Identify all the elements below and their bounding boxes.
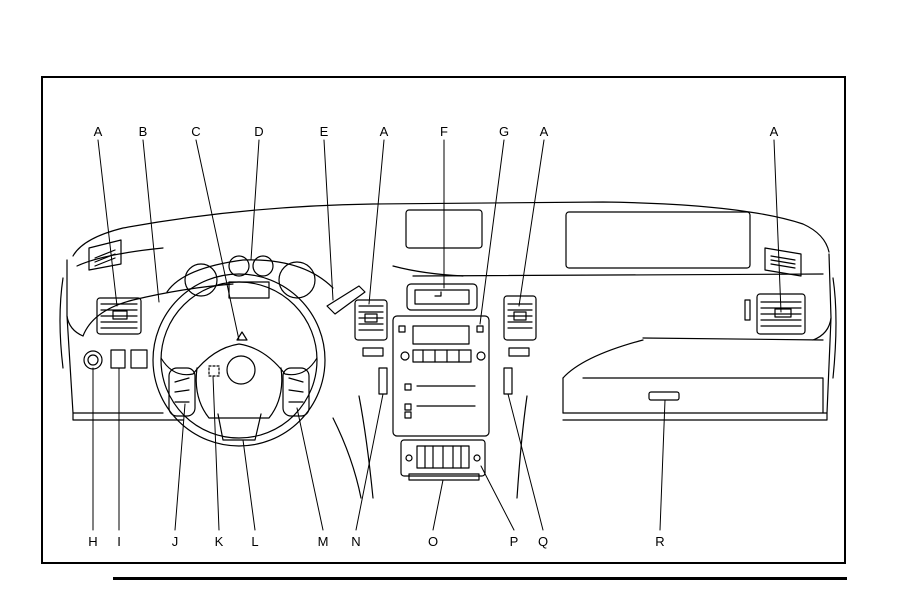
callout-top-e: E <box>320 124 329 139</box>
radio-buttons <box>413 350 471 362</box>
callout-bot-l: L <box>251 534 258 549</box>
switch-bank-left <box>379 368 387 394</box>
climate-controls <box>401 440 485 480</box>
callout-top-g: G <box>499 124 509 139</box>
instrument-cluster <box>167 256 333 298</box>
air-vent-left <box>97 298 141 334</box>
callout-bot-j: J <box>172 534 179 549</box>
horn-emblem <box>227 356 255 384</box>
callout-top-c: C <box>191 124 200 139</box>
callout-bot-i: I <box>117 534 121 549</box>
callout-bot-r: R <box>655 534 664 549</box>
callout-top-b: B <box>139 124 148 139</box>
callout-labels-bottom: H I J K L M N O P Q R <box>88 534 664 549</box>
callout-bot-m: M <box>318 534 329 549</box>
radio-knob-right <box>477 352 485 360</box>
panel-switch-left <box>111 350 125 368</box>
headlamp-controls <box>84 350 147 369</box>
instrument-panel-figure: A B C D E A F G A A H I J K L M N O P Q … <box>41 76 846 564</box>
callout-top-a3: A <box>540 124 549 139</box>
hazard-button-left <box>363 348 383 356</box>
speaker-grille-right <box>566 212 750 268</box>
glove-box-latch <box>649 392 679 400</box>
callout-top-f: F <box>440 124 448 139</box>
switch-bank-right <box>504 368 512 394</box>
radio-display <box>413 326 469 344</box>
dashboard-drawing: A B C D E A F G A A H I J K L M N O P Q … <box>43 78 848 566</box>
callout-bot-p: P <box>510 534 519 549</box>
seat-controls <box>409 474 479 480</box>
callout-labels-top: A B C D E A F G A A <box>94 124 779 139</box>
steering-controls-left <box>169 368 195 416</box>
vent-right-top <box>765 248 801 276</box>
headlamp-knob <box>84 351 102 369</box>
page-footer-rule <box>113 577 847 580</box>
console-side-left <box>359 396 373 498</box>
callout-top-d: D <box>254 124 263 139</box>
console-edge-left <box>333 418 361 498</box>
callout-bot-q: Q <box>538 534 548 549</box>
callout-top-a4: A <box>770 124 779 139</box>
glove-box <box>583 378 823 413</box>
callout-bot-o: O <box>428 534 438 549</box>
dashboard-outline <box>60 202 836 420</box>
steering-wheel-adjust-icon <box>209 366 219 376</box>
air-vent-right <box>745 294 805 334</box>
hazard-button-right <box>509 348 529 356</box>
air-vent-center-left <box>355 300 387 340</box>
leader-lines <box>93 140 781 530</box>
panel-switch-right <box>131 350 147 368</box>
radio-knob-left <box>401 352 409 360</box>
callout-top-a2: A <box>380 124 389 139</box>
navigation-display <box>407 284 477 310</box>
callout-top-a1: A <box>94 124 103 139</box>
callout-bot-k: K <box>215 534 224 549</box>
steering-controls-right <box>283 368 309 416</box>
callout-bot-h: H <box>88 534 97 549</box>
callout-bot-n: N <box>351 534 360 549</box>
